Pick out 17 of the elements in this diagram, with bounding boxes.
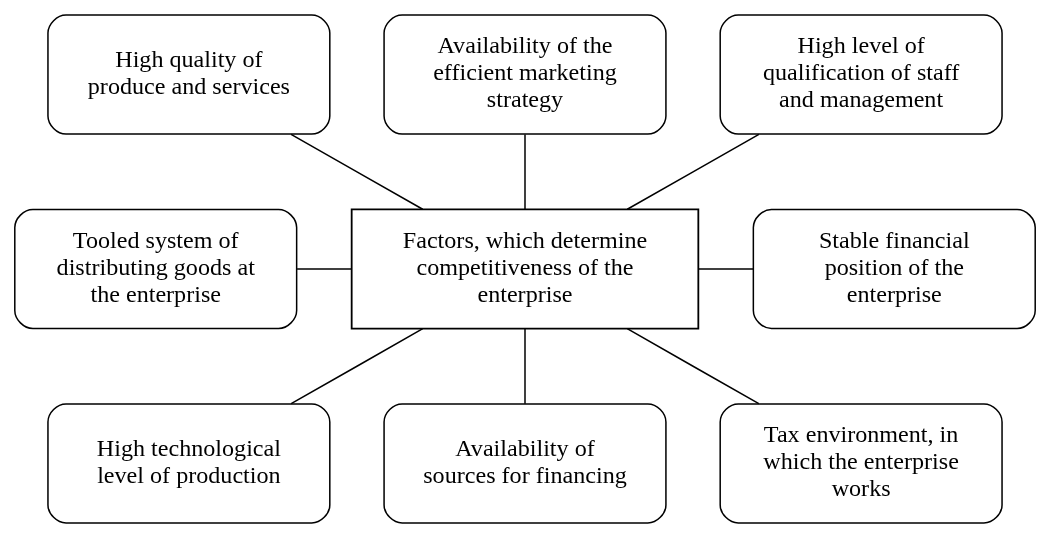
connector [290, 133, 424, 210]
node-box: High technological level of production [47, 403, 331, 524]
connector [698, 268, 754, 270]
node-box: Availability of sources for financing [383, 403, 667, 524]
node-box: Tooled system of distributing goods at the enterprise [14, 208, 298, 330]
connector [626, 133, 760, 210]
connector [626, 327, 760, 405]
node-box: Stable financial position of the enterprise [752, 208, 1036, 330]
connector [524, 328, 526, 405]
node-box: Tax environment, in which the enterprise works [719, 403, 1003, 524]
connector [290, 327, 424, 405]
connector [296, 268, 353, 270]
node-box: High quality of produce and services [47, 14, 331, 135]
connector [524, 133, 526, 211]
node-box: Factors, which determine competitiveness of the enterprise [350, 208, 700, 330]
node-box: High level of qualification of staff and management [719, 14, 1003, 135]
node-box: Availability of the efficient marketing strategy [383, 14, 667, 135]
